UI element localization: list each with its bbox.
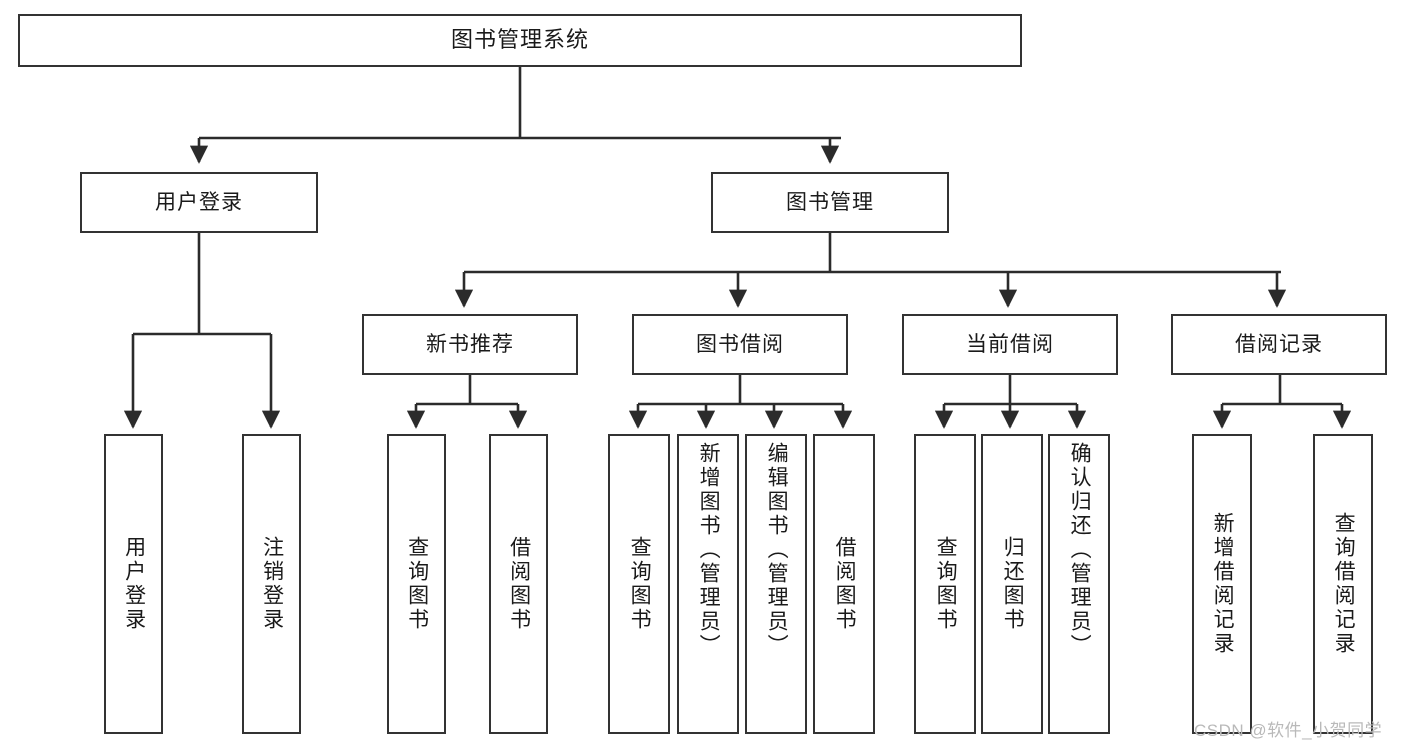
node-current-borrow[interactable]: 当前借阅 [902,314,1118,375]
leaf-current-borrow-query[interactable]: 查询图书 [914,434,976,734]
leaf-book-borrow-borrow[interactable]: 借阅图书 [813,434,875,734]
node-label: 借阅记录 [1235,332,1323,356]
node-label: 借阅图书 [507,536,531,632]
node-label: 注销登录 [260,536,284,632]
leaf-new-book-borrow[interactable]: 借阅图书 [489,434,548,734]
node-user-login[interactable]: 用户登录 [80,172,318,233]
leaf-new-book-query[interactable]: 查询图书 [387,434,446,734]
leaf-borrow-record-add[interactable]: 新增借阅记录 [1192,434,1252,734]
node-label: 用户登录 [122,536,146,632]
csdn-watermark: CSDN @软件_小贺同学 [1194,721,1383,740]
node-label: 借阅图书 [833,536,857,632]
node-borrow-record[interactable]: 借阅记录 [1171,314,1387,375]
node-label: 图书管理系统 [450,27,589,53]
leaf-book-borrow-add[interactable]: 新增图书（管理员） [677,434,739,734]
node-label: 新增图书（管理员） [697,442,721,658]
leaf-borrow-record-query[interactable]: 查询借阅记录 [1313,434,1373,734]
node-label: 用户登录 [155,190,243,214]
node-new-book-recommend[interactable]: 新书推荐 [362,314,578,375]
leaf-book-borrow-edit[interactable]: 编辑图书（管理员） [745,434,807,734]
node-label: 确认归还（管理员） [1068,442,1092,658]
node-label: 查询借阅记录 [1332,512,1356,656]
node-label: 查询图书 [405,536,429,632]
node-root-system[interactable]: 图书管理系统 [18,14,1022,67]
node-label: 归还图书 [1001,536,1025,632]
leaf-book-borrow-query[interactable]: 查询图书 [608,434,670,734]
node-label: 当前借阅 [966,332,1054,356]
node-label: 图书借阅 [696,332,784,356]
leaf-user-login-login[interactable]: 用户登录 [104,434,163,734]
node-label: 查询图书 [934,536,958,632]
node-label: 新书推荐 [426,332,514,356]
node-label: 新增借阅记录 [1211,512,1235,656]
node-label: 编辑图书（管理员） [765,442,789,658]
leaf-current-borrow-confirm-return[interactable]: 确认归还（管理员） [1048,434,1110,734]
node-label: 图书管理 [786,190,874,214]
leaf-current-borrow-return[interactable]: 归还图书 [981,434,1043,734]
node-book-borrow[interactable]: 图书借阅 [632,314,848,375]
node-book-management[interactable]: 图书管理 [711,172,949,233]
node-label: 查询图书 [628,536,652,632]
leaf-user-login-logout[interactable]: 注销登录 [242,434,301,734]
